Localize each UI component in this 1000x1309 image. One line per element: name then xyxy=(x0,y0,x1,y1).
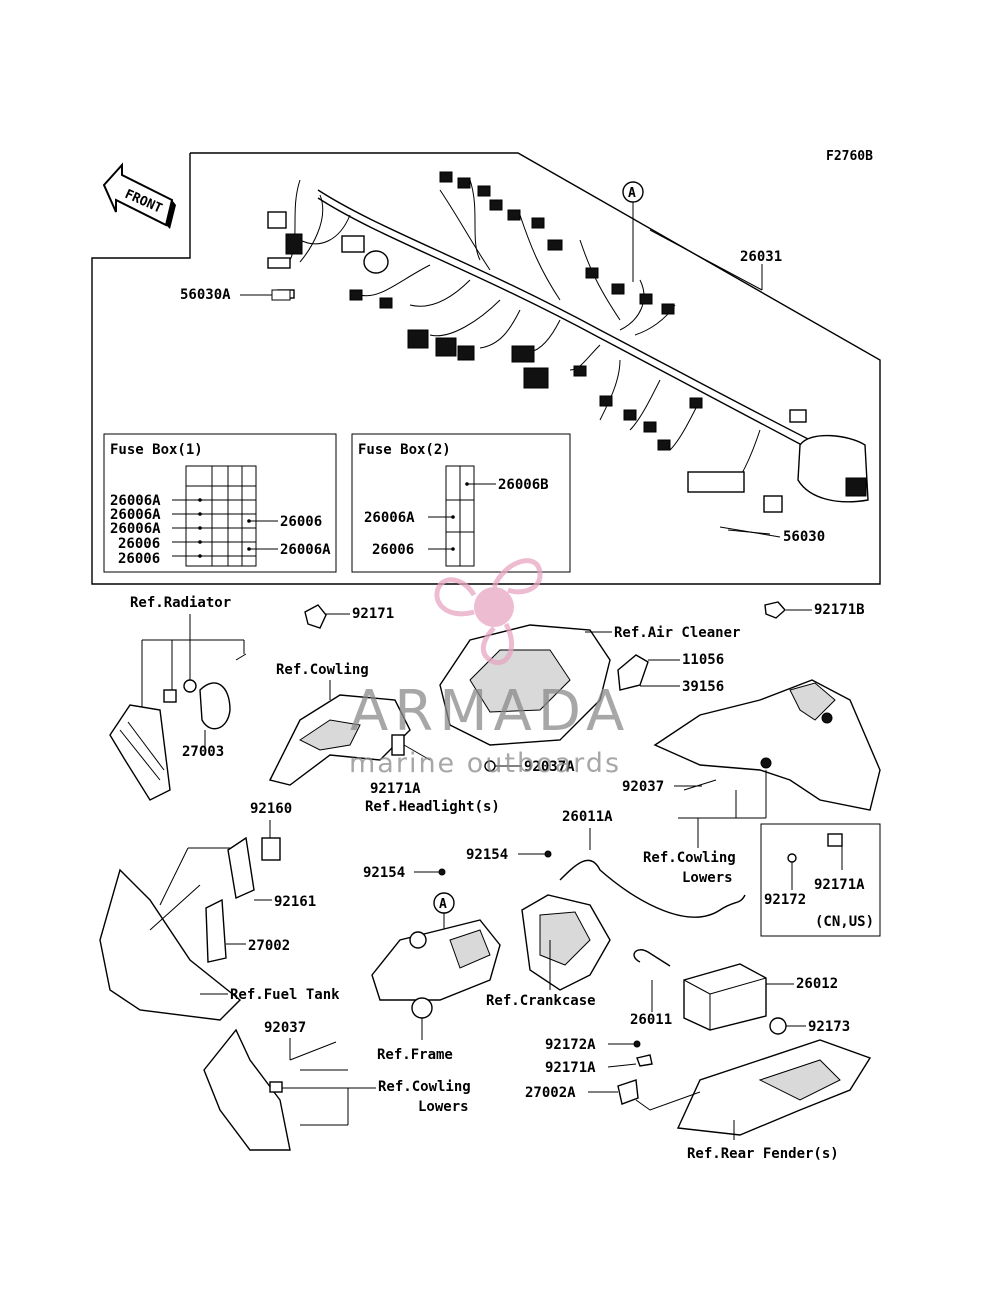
ref-air-cleaner: Ref.Air Cleaner xyxy=(614,625,740,641)
fuse-box-1-right-label-1: 26006 xyxy=(280,514,322,530)
fuse-box-1: Fuse Box(1) 26006A 26006A 26006A 26006 2… xyxy=(103,433,337,573)
armada-logo-icon xyxy=(434,558,543,665)
fuse-box-2: Fuse Box(2) 26006B 26006A 26006 xyxy=(351,433,571,573)
fuse-box-2-title: Fuse Box(2) xyxy=(358,442,451,458)
label-92037-left: 92037 xyxy=(264,1020,306,1036)
label-92171A-headlight: 92171A xyxy=(370,781,421,797)
ref-headlights: Ref.Headlight(s) xyxy=(365,799,500,815)
ref-cowling-lowers-right-2: Lowers xyxy=(682,870,733,886)
label-92171: 92171 xyxy=(352,606,394,622)
label-56030A: 56030A xyxy=(180,287,231,303)
wiring-harness xyxy=(267,171,869,535)
fuse-box-2-label-1: 26006B xyxy=(498,477,549,493)
ref-cowling-lowers-left-1: Ref.Cowling xyxy=(378,1079,471,1095)
left-cowling-lowers-assembly: 92037 Ref.Cowling Lowers xyxy=(203,1020,471,1151)
label-92171A-rear: 92171A xyxy=(545,1060,596,1076)
ref-cowling-lowers-left-2: Lowers xyxy=(418,1099,469,1115)
figure-code: F2760B xyxy=(826,149,873,164)
label-26011: 26011 xyxy=(630,1012,672,1028)
label-92172: 92172 xyxy=(764,892,806,908)
watermark-brand: ARMADA xyxy=(350,679,630,744)
label-27003: 27003 xyxy=(182,744,224,760)
fuse-box-1-right-label-2: 26006A xyxy=(280,542,331,558)
fuse-box-1-title: Fuse Box(1) xyxy=(110,442,203,458)
front-arrow-icon: FRONT xyxy=(102,162,176,229)
fuse-box-1-label-5: 26006 xyxy=(118,551,160,567)
watermark: ARMADA marine outboards xyxy=(349,558,630,779)
label-27002A: 27002A xyxy=(525,1085,576,1101)
ref-radiator: Ref.Radiator xyxy=(130,595,231,611)
ref-frame: Ref.Frame xyxy=(377,1047,453,1063)
bracket-92171: 92171 xyxy=(304,604,394,629)
callout-a-bottom-label: A xyxy=(439,897,447,912)
label-92154-b: 92154 xyxy=(466,847,508,863)
watermark-tagline: marine outboards xyxy=(349,748,621,779)
battery-assembly: 26012 26011 xyxy=(630,949,838,1031)
fuse-box-1-label-2: 26006A xyxy=(110,507,161,523)
fuse-box-1-label-4: 26006 xyxy=(118,536,160,552)
bolt-92037A: 92037A xyxy=(484,759,575,775)
label-11056: 11056 xyxy=(682,652,724,668)
callout-a-top: A xyxy=(622,181,644,282)
fuse-box-1-label-1: 26006A xyxy=(110,493,161,509)
ref-crankcase: Ref.Crankcase xyxy=(486,993,596,1009)
ref-rear-fenders: Ref.Rear Fender(s) xyxy=(687,1146,839,1162)
cn-us-label: (CN,US) xyxy=(815,914,874,930)
right-cowling-lowers-assembly: 92037 Ref.Cowling Lowers xyxy=(622,679,881,886)
cn-us-box: 92172 92171A (CN,US) xyxy=(760,823,881,937)
frame-assembly: 92154 A Ref.Frame xyxy=(363,865,501,1063)
label-39156: 39156 xyxy=(682,679,724,695)
fuel-tank-assembly: 92160 92161 27002 Ref.Fuel Tank xyxy=(99,801,340,1021)
bracket-92171B: 92171B xyxy=(764,601,865,619)
ref-cowling-lowers-right-1: Ref.Cowling xyxy=(643,850,736,866)
rear-fender-assembly: 92173 Ref.Rear Fender(s) 92172A 92171A 2… xyxy=(525,1017,872,1162)
radiator-horn-assembly: Ref.Radiator 27003 xyxy=(109,595,247,801)
label-92173: 92173 xyxy=(808,1019,850,1035)
label-92037-right: 92037 xyxy=(622,779,664,795)
label-92161: 92161 xyxy=(274,894,316,910)
fuse-box-2-label-3: 26006 xyxy=(372,542,414,558)
label-92171A-cnus: 92171A xyxy=(814,877,865,893)
cowling-assembly: Ref.Cowling 92171A Ref.Headlight(s) xyxy=(268,662,500,815)
label-92171B: 92171B xyxy=(814,602,865,618)
label-26012: 26012 xyxy=(796,976,838,992)
label-26011A: 26011A xyxy=(562,809,613,825)
label-92172A: 92172A xyxy=(545,1037,596,1053)
harness-frame xyxy=(91,152,881,585)
label-56030: 56030 xyxy=(783,529,825,545)
callout-a-top-label: A xyxy=(628,186,636,201)
label-92037A: 92037A xyxy=(524,759,575,775)
fuse-box-1-label-3: 26006A xyxy=(110,521,161,537)
label-92160: 92160 xyxy=(250,801,292,817)
label-27002: 27002 xyxy=(248,938,290,954)
label-92154-a: 92154 xyxy=(363,865,405,881)
ref-cowling: Ref.Cowling xyxy=(276,662,369,678)
label-26031: 26031 xyxy=(740,249,782,265)
fuse-box-2-label-2: 26006A xyxy=(364,510,415,526)
ref-fuel-tank: Ref.Fuel Tank xyxy=(230,987,340,1003)
crankcase-assembly: 92154 26011A Ref.Crankcase xyxy=(466,809,746,1009)
